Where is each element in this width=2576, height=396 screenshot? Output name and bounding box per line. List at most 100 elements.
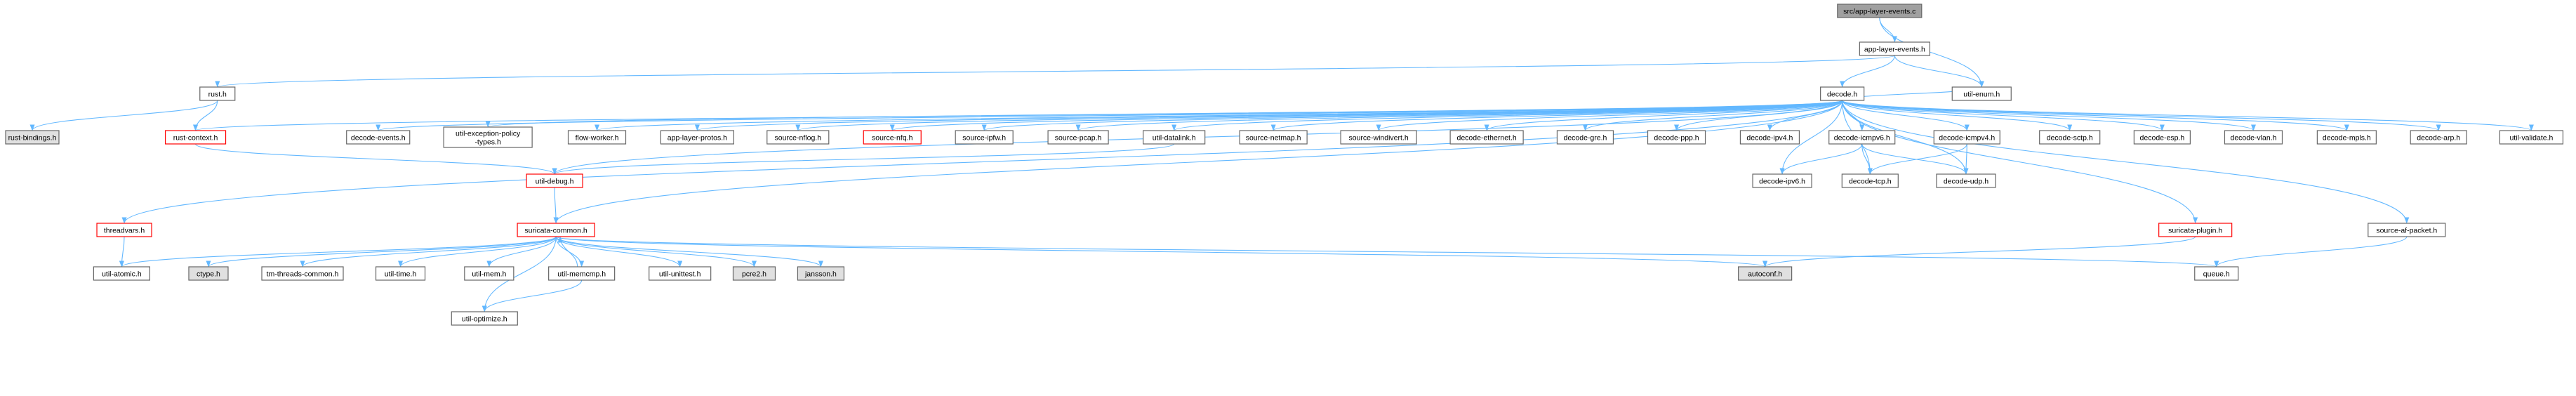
node-box[interactable] — [375, 266, 426, 281]
node-box[interactable] — [955, 130, 1014, 145]
node-decode-sctp-h[interactable]: decode-sctp.h — [2039, 130, 2101, 145]
node-box[interactable] — [649, 266, 712, 281]
node-box[interactable] — [863, 130, 922, 145]
node-rust-bindings-h[interactable]: rust-bindings.h — [5, 130, 60, 145]
node-box[interactable] — [5, 130, 60, 145]
node-util-optimize-h[interactable]: util-optimize.h — [451, 311, 518, 326]
node-util-datalink-h[interactable]: util-datalink.h — [1143, 130, 1206, 145]
node-box[interactable] — [1143, 130, 1206, 145]
node-box[interactable] — [2316, 130, 2377, 145]
node-box[interactable] — [188, 266, 229, 281]
node-flow-worker-h[interactable]: flow-worker.h — [567, 130, 627, 145]
node-util-mem-h[interactable]: util-mem.h — [464, 266, 514, 281]
node-box[interactable] — [567, 130, 627, 145]
node-rust-h[interactable]: rust.h — [199, 86, 236, 101]
node-box[interactable] — [526, 173, 583, 188]
node-decode-tcp-h[interactable]: decode-tcp.h — [1841, 173, 1899, 188]
node-box[interactable] — [1841, 173, 1899, 188]
node-box[interactable] — [1647, 130, 1706, 145]
node-threadvars-h[interactable]: threadvars.h — [96, 223, 152, 237]
node-util-memcmp-h[interactable]: util-memcmp.h — [548, 266, 616, 281]
node-box[interactable] — [548, 266, 616, 281]
node-decode-ipv6-h[interactable]: decode-ipv6.h — [1752, 173, 1812, 188]
node-box[interactable] — [1047, 130, 1109, 145]
node-box[interactable] — [1828, 130, 1896, 145]
node-autoconf-h[interactable]: autoconf.h — [1738, 266, 1793, 281]
node-source-nfq-h[interactable]: source-nfq.h — [863, 130, 922, 145]
node-decode-icmpv4-h[interactable]: decode-icmpv4.h — [1933, 130, 2000, 145]
node-box[interactable] — [261, 266, 344, 281]
node-root[interactable]: src/app-layer-events.c — [1837, 4, 1923, 18]
node-source-af-packet-h[interactable]: source-af-packet.h — [2368, 223, 2446, 237]
node-source-ipfw-h[interactable]: source-ipfw.h — [955, 130, 1014, 145]
node-util-validate-h[interactable]: util-validate.h — [2499, 130, 2564, 145]
node-util-enum-h[interactable]: util-enum.h — [1951, 86, 2012, 101]
node-box[interactable] — [2039, 130, 2101, 145]
node-box[interactable] — [2224, 130, 2283, 145]
node-box[interactable] — [2133, 130, 2191, 145]
node-box[interactable] — [660, 130, 734, 145]
node-decode-vlan-h[interactable]: decode-vlan.h — [2224, 130, 2283, 145]
node-box[interactable] — [1449, 130, 1524, 145]
node-app-layer-protos-h[interactable]: app-layer-protos.h — [660, 130, 734, 145]
node-jansson-h[interactable]: jansson.h — [797, 266, 845, 281]
node-box[interactable] — [1738, 266, 1793, 281]
node-source-netmap-h[interactable]: source-netmap.h — [1239, 130, 1308, 145]
node-box[interactable] — [517, 223, 595, 237]
node-source-nflog-h[interactable]: source-nflog.h — [766, 130, 830, 145]
node-box[interactable] — [1936, 173, 1996, 188]
node-box[interactable] — [2158, 223, 2233, 237]
node-box[interactable] — [1859, 41, 1930, 56]
node-box[interactable] — [766, 130, 830, 145]
node-decode-ethernet-h[interactable]: decode-ethernet.h — [1449, 130, 1524, 145]
node-decode-events-h[interactable]: decode-events.h — [346, 130, 411, 145]
node-pcre2-h[interactable]: pcre2.h — [732, 266, 776, 281]
node-box[interactable] — [164, 130, 227, 145]
node-box[interactable] — [464, 266, 514, 281]
node-decode-ipv4-h[interactable]: decode-ipv4.h — [1739, 130, 1800, 145]
node-box[interactable] — [1752, 173, 1812, 188]
node-box[interactable] — [96, 223, 152, 237]
node-box[interactable] — [1933, 130, 2000, 145]
node-box[interactable] — [1820, 86, 1865, 101]
node-decode-esp-h[interactable]: decode-esp.h — [2133, 130, 2191, 145]
node-box[interactable] — [2368, 223, 2446, 237]
node-box[interactable] — [1739, 130, 1800, 145]
node-box[interactable] — [1556, 130, 1614, 145]
node-box[interactable] — [797, 266, 845, 281]
node-decode-arp-h[interactable]: decode-arp.h — [2410, 130, 2467, 145]
node-app-layer-events-h[interactable]: app-layer-events.h — [1859, 41, 1930, 56]
node-decode-icmpv6-h[interactable]: decode-icmpv6.h — [1828, 130, 1896, 145]
node-source-windivert-h[interactable]: source-windivert.h — [1340, 130, 1417, 145]
node-queue-h[interactable]: queue.h — [2194, 266, 2239, 281]
node-tm-threads-common-h[interactable]: tm-threads-common.h — [261, 266, 344, 281]
node-box[interactable] — [1340, 130, 1417, 145]
node-box[interactable] — [732, 266, 776, 281]
node-decode-h[interactable]: decode.h — [1820, 86, 1865, 101]
node-decode-udp-h[interactable]: decode-udp.h — [1936, 173, 1996, 188]
node-box[interactable] — [93, 266, 150, 281]
node-rust-context-h[interactable]: rust-context.h — [164, 130, 227, 145]
node-suricata-plugin-h[interactable]: suricata-plugin.h — [2158, 223, 2233, 237]
node-source-pcap-h[interactable]: source-pcap.h — [1047, 130, 1109, 145]
node-box[interactable] — [2499, 130, 2564, 145]
node-box[interactable] — [443, 126, 533, 148]
node-decode-ppp-h[interactable]: decode-ppp.h — [1647, 130, 1706, 145]
node-box[interactable] — [346, 130, 411, 145]
node-decode-gre-h[interactable]: decode-gre.h — [1556, 130, 1614, 145]
node-box[interactable] — [1837, 4, 1923, 18]
node-box[interactable] — [451, 311, 518, 326]
node-box[interactable] — [2194, 266, 2239, 281]
node-util-atomic-h[interactable]: util-atomic.h — [93, 266, 150, 281]
node-util-time-h[interactable]: util-time.h — [375, 266, 426, 281]
node-util-unittest-h[interactable]: util-unittest.h — [649, 266, 712, 281]
node-box[interactable] — [1239, 130, 1308, 145]
node-ctype-h[interactable]: ctype.h — [188, 266, 229, 281]
node-util-exception-policy-types-h[interactable]: util-exception-policy-types.h — [443, 126, 533, 148]
node-suricata-common-h[interactable]: suricata-common.h — [517, 223, 595, 237]
node-box[interactable] — [2410, 130, 2467, 145]
node-box[interactable] — [199, 86, 236, 101]
node-decode-mpls-h[interactable]: decode-mpls.h — [2316, 130, 2377, 145]
node-util-debug-h[interactable]: util-debug.h — [526, 173, 583, 188]
node-box[interactable] — [1951, 86, 2012, 101]
